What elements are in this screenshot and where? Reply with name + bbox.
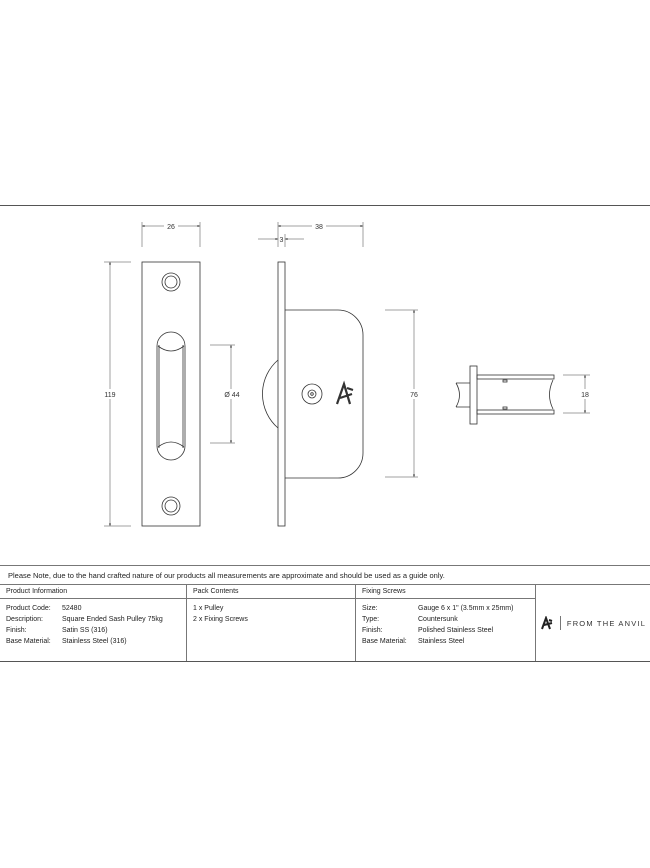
dim-plate: 3: [280, 237, 284, 244]
label: Description:: [6, 616, 43, 623]
description: Square Ended Sash Pulley 75kg: [62, 616, 163, 623]
pack-contents: Pack Contents 1 x Pulley 2 x Fixing Scre…: [187, 585, 356, 661]
side-view: [262, 261, 364, 527]
fixing-screws: Fixing Screws Size: Gauge 6 x 1" (3.5mm x…: [356, 585, 536, 661]
divider: [559, 616, 561, 630]
dim-width: 26: [167, 224, 175, 231]
screw-size: Gauge 6 x 1" (3.5mm x 25mm): [418, 605, 514, 612]
pack-contents-title: Pack Contents: [187, 585, 355, 599]
dim-end-width: 18: [581, 392, 589, 399]
dim-height: 119: [104, 392, 115, 399]
screw-material: Stainless Steel: [418, 638, 465, 645]
pack-item: 2 x Fixing Screws: [193, 616, 248, 623]
label: Finish:: [362, 627, 383, 634]
base-material: Stainless Steel (316): [62, 638, 127, 645]
label: Size:: [362, 605, 378, 612]
product-code: 52480: [62, 605, 82, 612]
drawing-frame: [0, 205, 650, 662]
label: Base Material:: [6, 638, 51, 645]
anvil-logo-icon: [540, 616, 553, 630]
finish: Satin SS (316): [62, 627, 108, 634]
disclaimer-note: Please Note, due to the hand crafted nat…: [0, 565, 650, 585]
dim-depth: 38: [315, 224, 323, 231]
label: Finish:: [6, 627, 27, 634]
dimension-lines: [104, 222, 590, 527]
screw-finish: Polished Stainless Steel: [418, 627, 494, 634]
dim-diameter: Ø 44: [224, 392, 239, 399]
pack-item: 1 x Pulley: [193, 605, 224, 612]
product-information: Product Information Product Code: 52480 D…: [0, 585, 187, 661]
product-info-title: Product Information: [0, 585, 186, 599]
label: Product Code:: [6, 605, 51, 612]
screw-type: Countersunk: [418, 616, 458, 623]
end-view: [455, 365, 555, 425]
anvil-logo-icon: [335, 380, 354, 405]
label: Base Material:: [362, 638, 407, 645]
brand-name: FROM THE ANVIL: [566, 618, 647, 628]
dim-body-height: 76: [410, 392, 418, 399]
label: Type:: [362, 616, 380, 623]
front-view: [141, 261, 201, 527]
fixing-screws-title: Fixing Screws: [356, 585, 535, 599]
brand-block: FROM THE ANVIL: [536, 585, 650, 661]
